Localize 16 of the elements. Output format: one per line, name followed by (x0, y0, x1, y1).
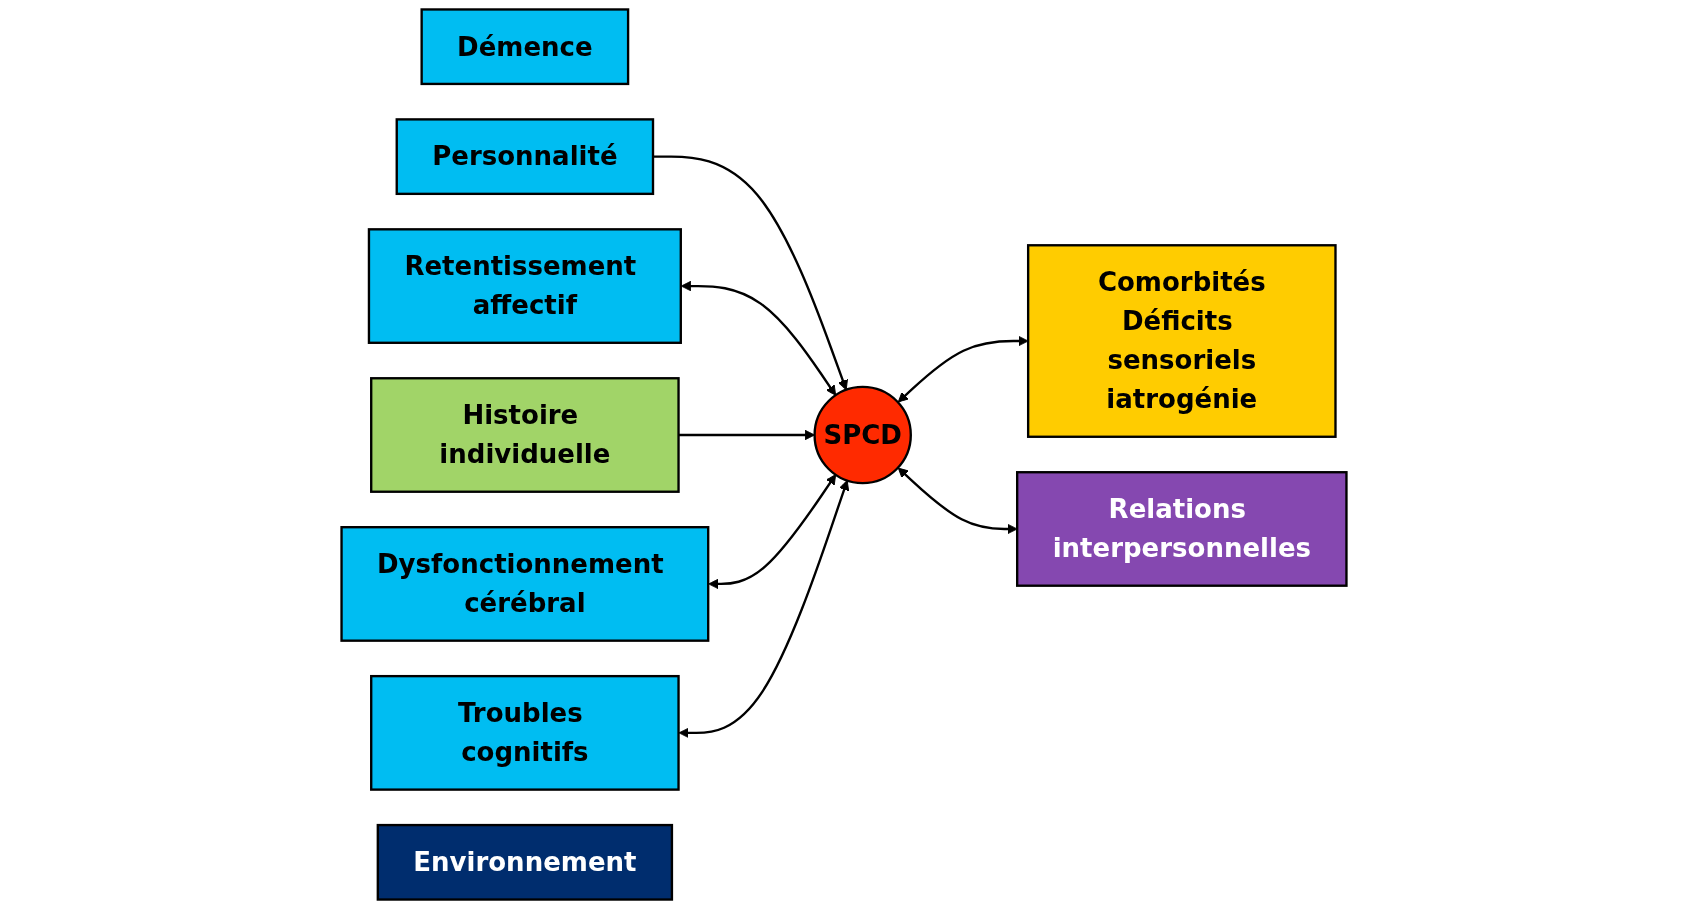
arrow (708, 474, 837, 590)
arrow (680, 280, 837, 396)
arrow (897, 467, 1018, 535)
node-box: Comorbités Déficits sensoriels iatrogénie (1026, 244, 1337, 438)
node-box: Personnalité (395, 118, 655, 196)
node-box: Environnement (376, 823, 674, 901)
node-box: Retentissement affectif (367, 228, 682, 344)
node-box: Démence (420, 8, 630, 86)
node-box: Dysfonctionnement cérébral (340, 526, 710, 642)
node-box: Histoire individuelle (370, 377, 680, 493)
node-box: Troubles cognitifs (370, 674, 680, 791)
node-box: Relations interpersonnelles (1016, 471, 1348, 587)
arrow (653, 155, 848, 391)
node-circle: SPCD (813, 385, 912, 485)
arrow (897, 335, 1029, 403)
arrow (678, 480, 850, 739)
